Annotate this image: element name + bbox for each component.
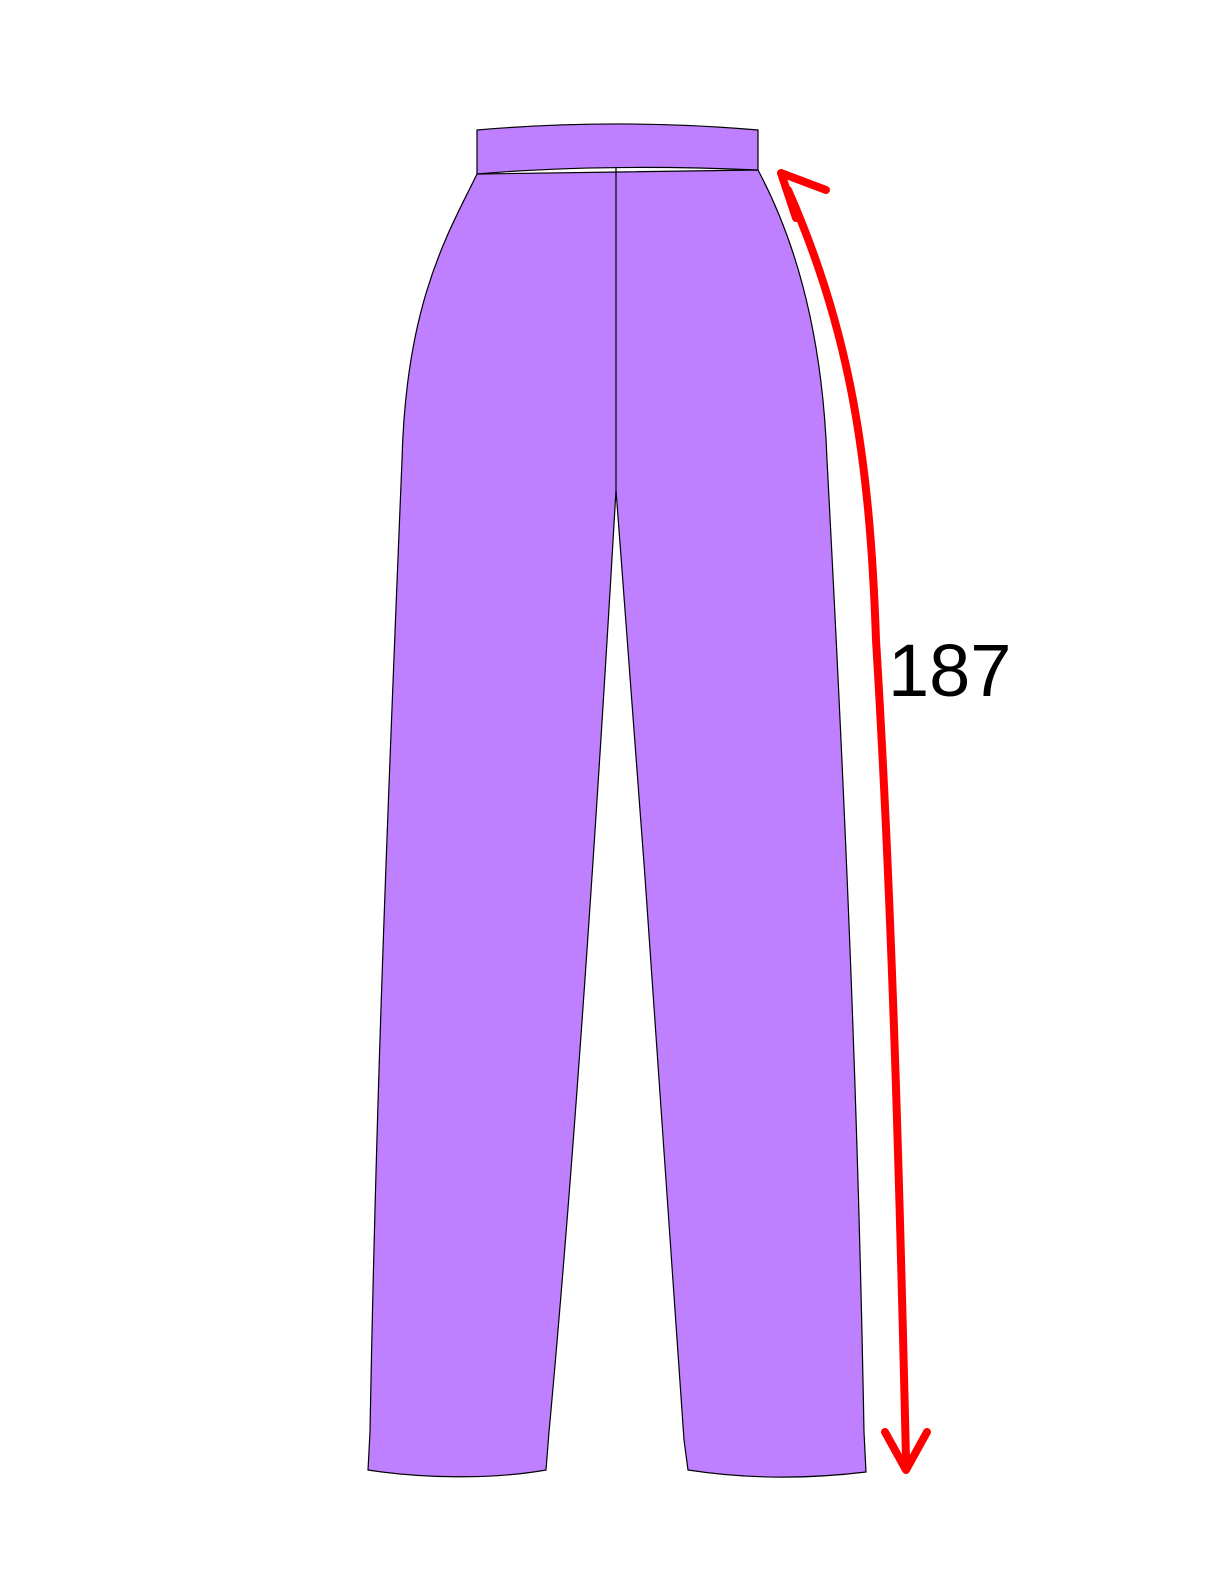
pants-body <box>367 169 867 1478</box>
arrow-head-bottom <box>881 1428 931 1474</box>
waistband <box>476 123 759 175</box>
length-measurement-label: 187 <box>888 629 1011 712</box>
length-arrow <box>777 169 931 1474</box>
arrow-line <box>784 186 910 1464</box>
arrow-head-top <box>777 169 830 222</box>
